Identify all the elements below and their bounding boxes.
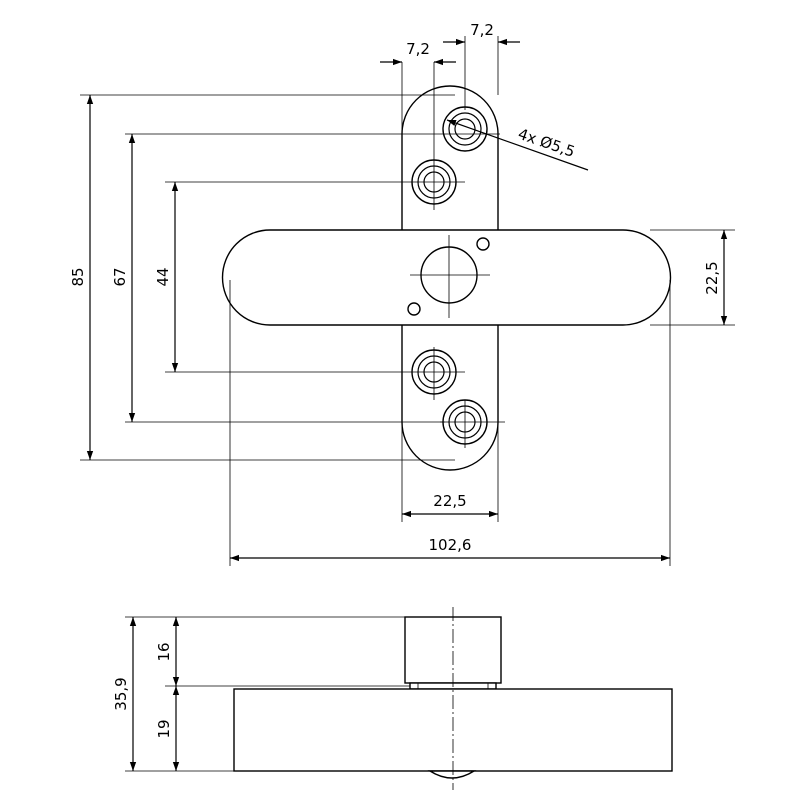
dim-inner-hole-spacing: 44 [154,267,172,286]
side-view: 35,9 16 19 [112,607,673,790]
dim-side-lower-height: 19 [155,719,173,738]
dim-side-upper-height: 16 [155,642,173,661]
dim-plate-width: 22,5 [433,492,466,510]
dim-outer-hole-spacing: 67 [111,267,129,286]
dim-hole-spacing-left: 7,2 [406,40,430,58]
extension-lines [80,36,735,566]
side-extension-lines [125,616,410,772]
top-view: 7,2 7,2 4x Ø5,5 85 67 44 22,5 22,5 102,6 [69,21,735,566]
dim-hole-spacing-right: 7,2 [470,21,494,39]
dimension-lines [86,38,728,562]
dim-overall-height: 85 [69,267,87,286]
mounting-hole-1 [442,106,488,152]
center-lines [410,36,505,448]
dim-side-total-height: 35,9 [112,677,130,710]
dim-overall-width: 102,6 [429,536,472,554]
side-bottom-bump [427,770,477,779]
side-boss [404,616,502,684]
small-hole-lower [407,302,421,316]
side-dimension-lines [129,617,180,771]
dim-handle-height: 22,5 [703,261,721,294]
small-hole-upper [476,237,490,251]
